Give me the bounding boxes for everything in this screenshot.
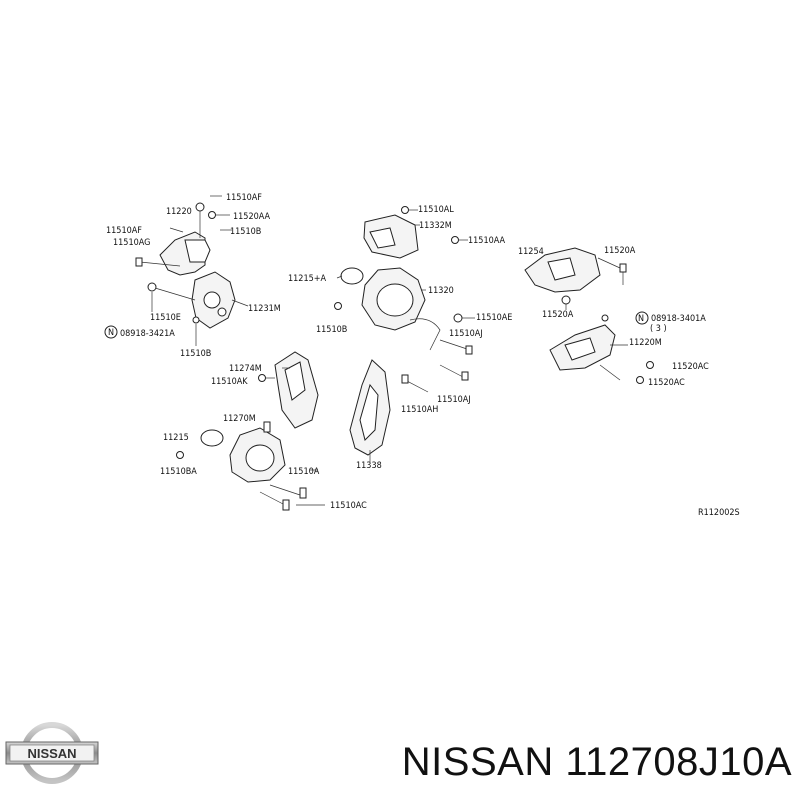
label-11220M: 11220M xyxy=(629,338,662,348)
part-number-caption: NISSAN 112708J10A xyxy=(401,740,792,784)
label-11510AL: 11510AL xyxy=(418,205,454,215)
label-11270M: 11270M xyxy=(223,414,256,424)
label-qty-3: ( 3 ) xyxy=(650,324,667,334)
label-11510B-top: 11510B xyxy=(230,227,261,237)
label-11510AK: 11510AK xyxy=(211,377,248,387)
label-11510AE: 11510AE xyxy=(476,313,512,323)
svg-text:N: N xyxy=(108,328,114,338)
right-mount-assembly: N xyxy=(524,247,654,384)
svg-text:N: N xyxy=(638,314,644,324)
label-11520A-2: 11520A xyxy=(542,310,574,320)
label-11215A: 11215+A xyxy=(288,274,327,284)
label-11274M: 11274M xyxy=(229,364,262,374)
label-11520AC-2: 11520AC xyxy=(648,378,685,388)
part-labels: 11510AF 11220 11520AA 11510AF 11510B 115… xyxy=(106,193,740,518)
label-11510BA: 11510BA xyxy=(160,467,197,477)
reference-code: R112002S xyxy=(698,508,740,518)
label-11510A: 11510A xyxy=(288,467,320,477)
left-lower-assembly xyxy=(176,351,325,511)
left-mount-assembly: N xyxy=(104,195,249,346)
svg-text:NISSAN: NISSAN xyxy=(27,746,76,761)
label-11510B-mid: 11510B xyxy=(316,325,347,335)
label-11510AH: 11510AH xyxy=(401,405,438,415)
label-08918-3421A: 08918-3421A xyxy=(120,329,175,339)
label-11510AF-top: 11510AF xyxy=(226,193,262,203)
label-08918-3401A: 08918-3401A xyxy=(651,314,706,324)
label-11510AG: 11510AG xyxy=(113,238,150,248)
label-11320: 11320 xyxy=(428,286,454,296)
label-11338: 11338 xyxy=(356,461,382,471)
center-lower-bracket xyxy=(349,359,469,462)
label-11510AA: 11510AA xyxy=(468,236,506,246)
label-11510AC: 11510AC xyxy=(330,501,367,511)
label-11510AJ-2: 11510AJ xyxy=(437,395,471,405)
label-11520AC-1: 11520AC xyxy=(672,362,709,372)
nissan-logo: NISSAN xyxy=(5,722,99,784)
label-11215: 11215 xyxy=(163,433,189,443)
label-11510AJ-1: 11510AJ xyxy=(449,329,483,339)
center-mount-assembly xyxy=(334,206,475,355)
label-11520AA-top: 11520AA xyxy=(233,212,271,222)
label-11520A-1: 11520A xyxy=(604,246,636,256)
label-11510E: 11510E xyxy=(150,313,181,323)
label-11332M: 11332M xyxy=(419,221,452,231)
label-11510AF-left: 11510AF xyxy=(106,226,142,236)
label-11231M: 11231M xyxy=(248,304,281,314)
label-11220: 11220 xyxy=(166,207,192,217)
label-11254: 11254 xyxy=(518,247,544,257)
label-11510B-bottom: 11510B xyxy=(180,349,211,359)
